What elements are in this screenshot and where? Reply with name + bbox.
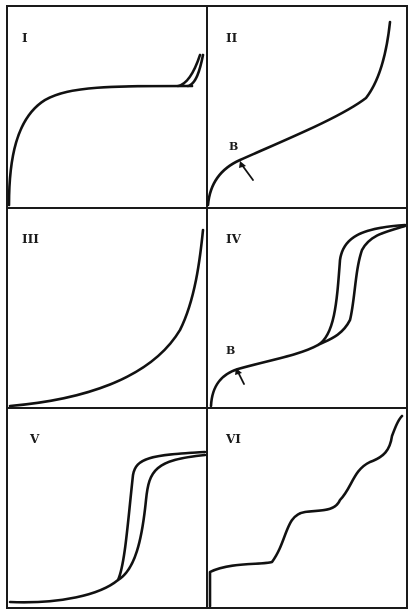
panel-v: V	[8, 432, 207, 604]
isotherm-curve	[206, 20, 392, 207]
point-b-label: B	[226, 344, 235, 357]
panel-label: III	[22, 232, 39, 246]
arrow-head	[235, 368, 242, 375]
panel-label: V	[29, 432, 40, 446]
panel-label: IV	[226, 232, 242, 246]
adsorption-branch	[209, 223, 407, 408]
point-b-arrow	[241, 164, 254, 181]
adsorption-branch	[8, 450, 207, 604]
panel-i: I	[7, 31, 205, 207]
point-b-arrow	[237, 371, 245, 385]
point-b-label: B	[229, 140, 238, 153]
desorption-branch	[116, 453, 207, 582]
desorption-branch	[316, 224, 407, 347]
isotherm-curve	[8, 228, 205, 408]
panel-label: I	[22, 31, 28, 45]
desorption-branch	[176, 53, 202, 88]
panel-label: II	[226, 31, 238, 45]
stepwise-isotherm-curve	[208, 414, 404, 608]
panel-iv: IV B	[209, 223, 407, 408]
adsorption-branch	[186, 53, 205, 88]
panel-iii: III	[8, 228, 205, 408]
panel-vi: VI	[208, 414, 404, 608]
panel-label: VI	[225, 432, 241, 446]
panel-ii: II B	[206, 20, 392, 207]
isotherm-curve	[7, 84, 194, 207]
arrow-head	[239, 161, 246, 168]
